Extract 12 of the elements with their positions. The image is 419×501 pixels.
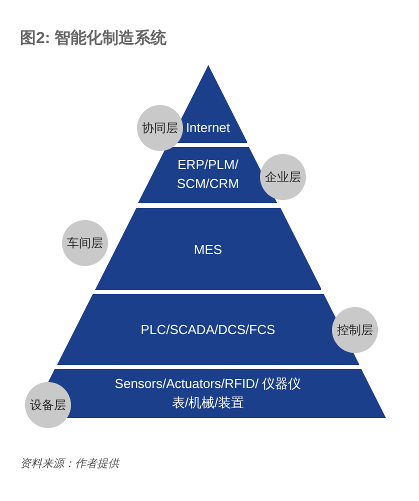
level-badge: 设备层: [25, 382, 71, 428]
level-badge: 协同层: [137, 105, 183, 151]
layer-label: MES: [192, 241, 224, 259]
layer-label: PLC/SCADA/DCS/FCS: [140, 321, 276, 339]
level-badge: 车间层: [62, 220, 108, 266]
layer-label: ERP/PLM/ SCM/CRM: [176, 156, 240, 193]
source-note: 资料来源：作者提供: [20, 457, 119, 471]
level-badge: 企业层: [260, 154, 306, 200]
figure-title: 图2: 智能化制造系统: [20, 28, 167, 49]
level-badge: 控制层: [332, 307, 378, 353]
layer-label: Internet: [184, 119, 232, 137]
layer-label: Sensors/Actuators/RFID/ 仪器仪表/机械/装置: [114, 375, 302, 412]
